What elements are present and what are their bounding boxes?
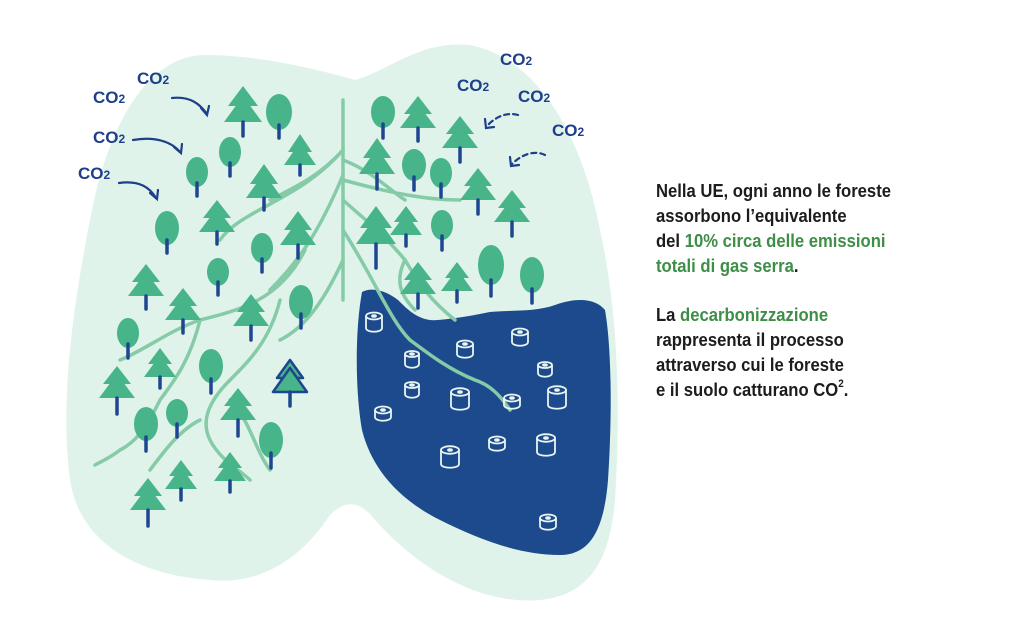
paragraph-decarbonization: La decarbonizzazione rappresenta il proc… bbox=[656, 302, 962, 402]
co2-label: CO2 bbox=[552, 121, 585, 140]
punctuation: . bbox=[793, 255, 799, 276]
highlight-decarbonization: decarbonizzazione bbox=[680, 304, 829, 325]
punctuation: . bbox=[843, 379, 849, 400]
co2-label: CO2 bbox=[93, 128, 126, 147]
text-line: e il suolo catturano CO bbox=[656, 379, 839, 400]
text-line: del bbox=[656, 230, 685, 251]
info-text: Nella UE, ogni anno le foreste assorbono… bbox=[656, 178, 962, 426]
arrow-5 bbox=[510, 151, 547, 166]
deforested-area bbox=[356, 289, 611, 555]
tree-stumps bbox=[365, 311, 567, 531]
co2-label: CO2 bbox=[518, 87, 551, 106]
text-line: attraverso cui le foreste bbox=[656, 354, 844, 375]
text-line: Nella UE, ogni anno le foreste bbox=[656, 180, 891, 201]
highlight-emissions-b: totali di gas serra bbox=[656, 255, 794, 276]
text-line: La bbox=[656, 304, 681, 325]
text-line: rappresenta il processo bbox=[656, 329, 844, 350]
paragraph-emissions: Nella UE, ogni anno le foreste assorbono… bbox=[656, 178, 962, 278]
co2-labels: CO2 CO2 CO2 CO2 CO2 CO2 CO2 CO2 bbox=[78, 50, 585, 183]
co2-label: CO2 bbox=[93, 88, 126, 107]
co2-label: CO2 bbox=[500, 50, 533, 69]
text-line: assorbono l’equivalente bbox=[656, 205, 847, 226]
trees bbox=[99, 86, 544, 528]
co2-arrows bbox=[117, 96, 547, 202]
superscript-2: 2 bbox=[838, 377, 844, 390]
co2-label: CO2 bbox=[457, 76, 490, 95]
highlight-emissions-a: 10% circa delle emissioni bbox=[684, 230, 886, 251]
co2-label: CO2 bbox=[137, 69, 170, 88]
arrow-4 bbox=[485, 112, 520, 128]
co2-label: CO2 bbox=[78, 164, 111, 183]
